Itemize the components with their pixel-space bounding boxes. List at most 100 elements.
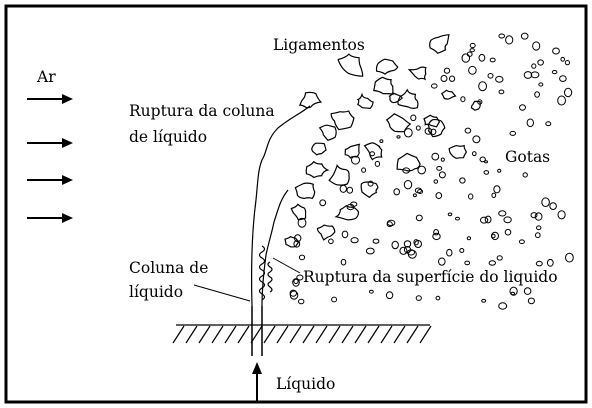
droplet xyxy=(534,212,543,221)
ligament-blob xyxy=(375,58,399,75)
label-drops: Gotas xyxy=(505,148,551,166)
droplet xyxy=(530,212,538,219)
ligament-blob xyxy=(305,160,330,179)
droplet xyxy=(393,188,401,196)
droplet xyxy=(464,127,472,134)
droplet xyxy=(541,197,550,207)
drops-group xyxy=(289,32,574,310)
hatch-line xyxy=(211,325,224,344)
inlet-arrow xyxy=(252,362,262,402)
droplet xyxy=(415,214,423,222)
hatch-line xyxy=(302,325,315,344)
surface-wave xyxy=(258,245,266,301)
droplet xyxy=(527,297,536,305)
droplet xyxy=(546,258,554,267)
droplet xyxy=(435,295,441,301)
ligament-blob xyxy=(284,235,300,248)
droplet xyxy=(460,96,466,103)
droplet xyxy=(443,67,451,74)
droplet xyxy=(557,95,566,106)
air-arrow xyxy=(27,94,73,104)
droplet xyxy=(412,193,417,198)
droplet xyxy=(361,167,367,173)
hatch-line xyxy=(328,325,341,344)
ligament-blob xyxy=(290,203,307,221)
droplet xyxy=(523,71,533,79)
droplet xyxy=(487,73,494,79)
ligament-blob xyxy=(388,92,403,104)
droplet xyxy=(296,274,304,281)
hatch-line xyxy=(289,325,302,344)
droplet xyxy=(531,63,537,69)
droplet xyxy=(385,291,394,300)
droplet xyxy=(464,260,471,266)
droplet xyxy=(472,151,477,157)
droplet xyxy=(491,231,499,241)
droplet xyxy=(369,151,376,157)
droplet xyxy=(403,180,413,190)
surface-wave xyxy=(267,261,273,293)
droplet xyxy=(466,236,472,241)
ligament-blob xyxy=(407,66,427,81)
droplet xyxy=(509,286,518,296)
droplet xyxy=(293,240,301,248)
droplet xyxy=(535,260,543,267)
droplet xyxy=(518,239,525,244)
droplet xyxy=(438,257,446,266)
droplet xyxy=(532,41,541,51)
air-arrow xyxy=(27,138,73,148)
droplet xyxy=(523,287,532,295)
droplet xyxy=(498,33,506,39)
ligament-blob xyxy=(423,114,441,128)
droplet xyxy=(557,210,566,220)
droplet xyxy=(505,35,514,45)
hatch-line xyxy=(224,325,237,344)
droplet xyxy=(530,71,540,79)
droplet xyxy=(536,225,542,231)
droplet xyxy=(440,75,448,82)
droplet xyxy=(545,121,552,127)
droplet xyxy=(424,127,433,135)
droplet xyxy=(489,57,496,63)
diagram-border xyxy=(4,4,588,404)
droplet xyxy=(469,48,475,53)
ligament-blob xyxy=(360,181,379,199)
ligament-blob xyxy=(470,100,481,111)
hatch-line xyxy=(341,325,354,344)
droplet xyxy=(399,246,408,255)
label-liquid-inlet: Líquido xyxy=(276,375,336,393)
label-liquid-column-2: líquido xyxy=(129,283,184,301)
hatch-line xyxy=(354,325,367,344)
droplet xyxy=(440,157,445,162)
droplet xyxy=(435,192,443,200)
ligament-blob xyxy=(294,182,316,200)
droplet xyxy=(379,139,384,144)
droplet xyxy=(438,171,446,179)
droplet xyxy=(455,216,460,221)
droplet xyxy=(433,229,440,236)
droplet xyxy=(459,248,465,253)
droplet xyxy=(565,252,574,263)
ligament-blob xyxy=(385,113,412,133)
droplet xyxy=(403,246,412,254)
ligament-blob xyxy=(318,124,337,141)
ligament-blob xyxy=(334,204,360,221)
droplet xyxy=(560,56,566,62)
hatch-line xyxy=(263,325,276,344)
droplet xyxy=(365,247,375,255)
droplet xyxy=(468,193,474,200)
hatch-line xyxy=(198,325,211,344)
droplet xyxy=(472,135,481,144)
label-surface-break: Ruptura da superfície do liquido xyxy=(303,268,558,286)
ligament-blob xyxy=(328,164,350,186)
droplet xyxy=(431,83,438,89)
droplet xyxy=(430,128,437,136)
hatch-line xyxy=(185,325,198,344)
droplet xyxy=(339,184,347,193)
droplet xyxy=(498,89,505,95)
droplet xyxy=(526,118,534,128)
air-arrow xyxy=(27,213,73,223)
droplet xyxy=(449,75,456,82)
ligament-blob xyxy=(337,53,364,77)
droplet xyxy=(497,168,502,173)
